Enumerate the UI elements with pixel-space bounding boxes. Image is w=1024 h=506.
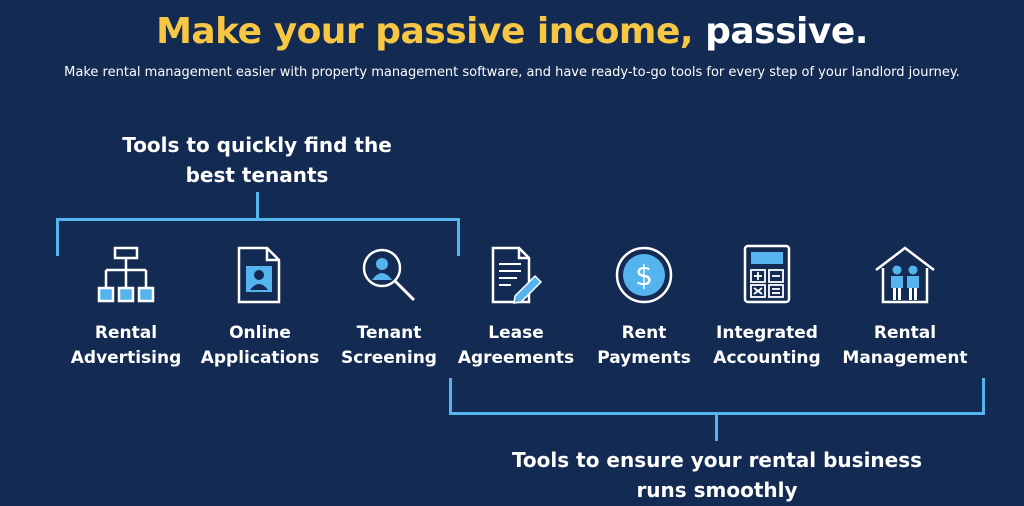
dollar-coin-icon: $ (615, 246, 673, 304)
tool-online-applications: Online Applications (185, 244, 335, 371)
group-label-tenants-line2: best tenants (185, 163, 329, 187)
lease-document-icon (491, 246, 543, 304)
bracket-business-stem (715, 412, 718, 441)
application-folder-icon (237, 246, 281, 304)
headline-rest: passive. (705, 11, 868, 52)
tool-label: Integrated Accounting (713, 323, 821, 368)
tool-rental-management: Rental Management (830, 244, 980, 371)
tool-label: Online Applications (200, 323, 320, 368)
headline-highlight: Make your passive income, (156, 11, 694, 52)
screening-magnifier-icon (362, 248, 416, 302)
tool-lease-agreements: Lease Agreements (441, 244, 591, 371)
bracket-tenants-stem (256, 192, 259, 220)
calculator-icon (743, 244, 791, 304)
tool-rental-advertising: Rental Advertising (51, 244, 201, 371)
group-label-business-line1: Tools to ensure your rental business (511, 448, 923, 472)
headline: Make your passive income, passive. (0, 10, 1024, 54)
tool-label: Tenant Screening (341, 323, 437, 368)
bracket-business-right-end (982, 378, 985, 414)
svg-text:$: $ (635, 259, 653, 292)
bracket-tenants-right-end (457, 218, 460, 256)
tool-tenant-screening: Tenant Screening (314, 244, 464, 371)
tool-label: Lease Agreements (457, 323, 575, 368)
tool-label: Rent Payments (597, 323, 691, 368)
bracket-business-left-end (449, 378, 452, 414)
tool-label: Rental Management (842, 323, 968, 368)
house-people-icon (875, 246, 935, 304)
subheadline: Make rental management easier with prope… (64, 65, 960, 80)
group-label-tenants: Tools to quickly find the best tenants (107, 130, 407, 190)
sitemap-icon (97, 246, 155, 303)
bracket-tenants-bar (56, 218, 460, 221)
group-label-business-line2: runs smoothly (636, 478, 798, 502)
tool-rent-payments: $ Rent Payments (569, 244, 719, 371)
group-label-tenants-line1: Tools to quickly find the (122, 133, 392, 157)
bracket-tenants-left-end (56, 218, 59, 256)
group-label-business: Tools to ensure your rental business run… (487, 445, 947, 505)
tool-integrated-accounting: Integrated Accounting (692, 244, 842, 371)
tool-label: Rental Advertising (70, 323, 182, 368)
